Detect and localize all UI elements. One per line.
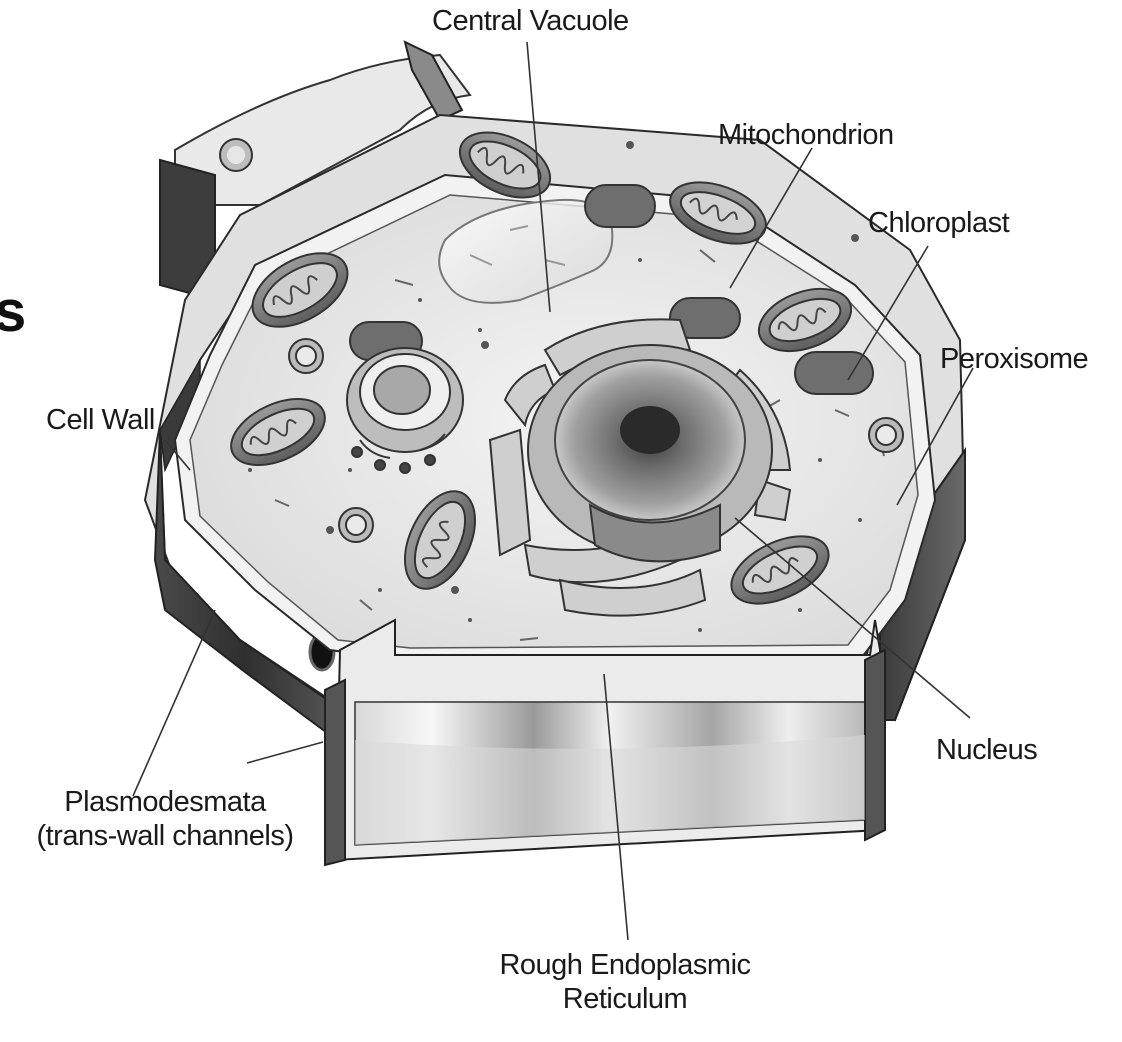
cut-wall-section bbox=[325, 620, 885, 865]
label-plasmodesmata-line2: (trans-wall channels) bbox=[0, 819, 330, 853]
label-chloroplast: Chloroplast bbox=[868, 206, 1009, 240]
label-plasmodesmata-line1: Plasmodesmata bbox=[0, 785, 330, 819]
label-mitochondrion: Mitochondrion bbox=[718, 118, 894, 152]
label-rough-er-line1: Rough Endoplasmic bbox=[455, 948, 795, 982]
label-central-vacuole: Central Vacuole bbox=[432, 4, 629, 38]
label-peroxisome: Peroxisome bbox=[940, 342, 1088, 376]
label-rough-er-line2: Reticulum bbox=[455, 982, 795, 1016]
label-plasmodesmata: Plasmodesmata (trans-wall channels) bbox=[0, 785, 330, 853]
cutoff-glyph: s bbox=[0, 282, 26, 342]
label-nucleus: Nucleus bbox=[936, 733, 1037, 767]
label-cell-wall: Cell Wall bbox=[46, 403, 155, 437]
label-rough-er: Rough Endoplasmic Reticulum bbox=[455, 948, 795, 1016]
